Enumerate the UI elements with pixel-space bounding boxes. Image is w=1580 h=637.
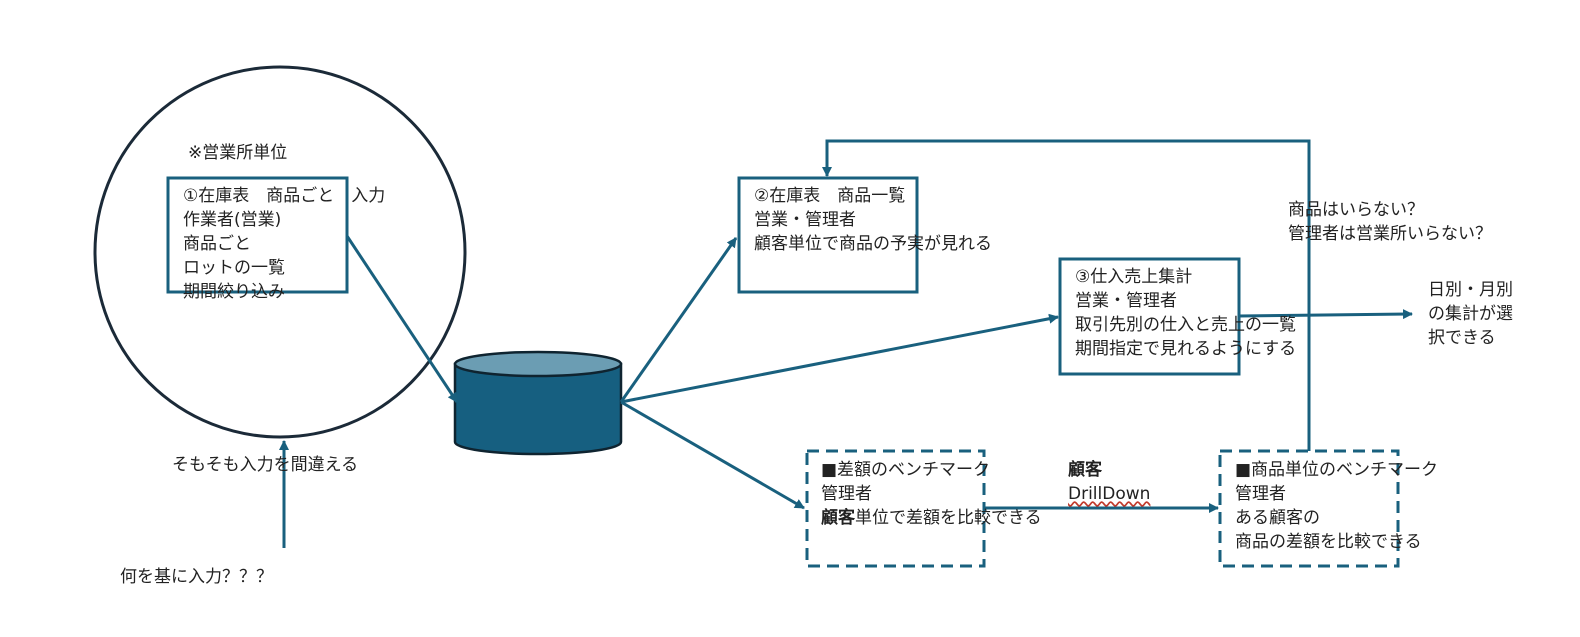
- box-diff-benchmark-text: ■差額のベンチマーク 管理者 顧客単位で差額を比較できる: [821, 460, 1042, 528]
- database-icon: [453, 350, 623, 456]
- arrow-benchmark-to-inventory-list: [822, 139, 1311, 451]
- input-basis-question: 何を基に入力？？？: [120, 567, 273, 587]
- sales-office-circle: [93, 65, 467, 439]
- arrow-input-to-db: [345, 235, 459, 403]
- box-purchase-sales-frame: [1058, 257, 1241, 376]
- arrow-db-to-inventory-list: [619, 237, 738, 403]
- drilldown-text: DrillDown: [1068, 484, 1151, 504]
- box-inventory-list-text: ②在庫表 商品一覧 営業・管理者 顧客単位で商品の予実が見れる: [754, 186, 992, 254]
- box-product-benchmark-text: ■商品単位のベンチマーク 管理者 ある顧客の 商品の差額を比較できる: [1235, 460, 1439, 552]
- sales-office-note: ※営業所単位: [188, 143, 288, 163]
- customer-bold-label: 顧客: [821, 508, 855, 528]
- daily-monthly-note: 日別・月別 の集計が選 択できる: [1428, 280, 1513, 348]
- box-purchase-sales-text: ③仕入売上集計 営業・管理者 取引先別の仕入と売上の一覧 期間指定で見れるように…: [1075, 267, 1297, 359]
- drilldown-label: 顧客 DrillDown: [1068, 460, 1151, 504]
- box-inventory-input-frame: [166, 176, 349, 294]
- question-note: 商品はいらない？ 管理者は営業所いらない？: [1288, 200, 1492, 244]
- arrow-to-daily-monthly: [1238, 309, 1413, 320]
- arrow-db-to-diff-benchmark: [620, 400, 805, 510]
- box-inventory-list-frame: [737, 176, 919, 294]
- box-inventory-input-text: ①在庫表 商品ごと 入力 作業者(営業) 商品ごと ロットの一覧 期間絞り込み: [183, 186, 386, 302]
- box-product-benchmark-frame: [1218, 449, 1400, 568]
- input-error-note: そもそも入力を間違える: [172, 455, 359, 475]
- arrow-db-to-purchase-sales: [620, 313, 1059, 404]
